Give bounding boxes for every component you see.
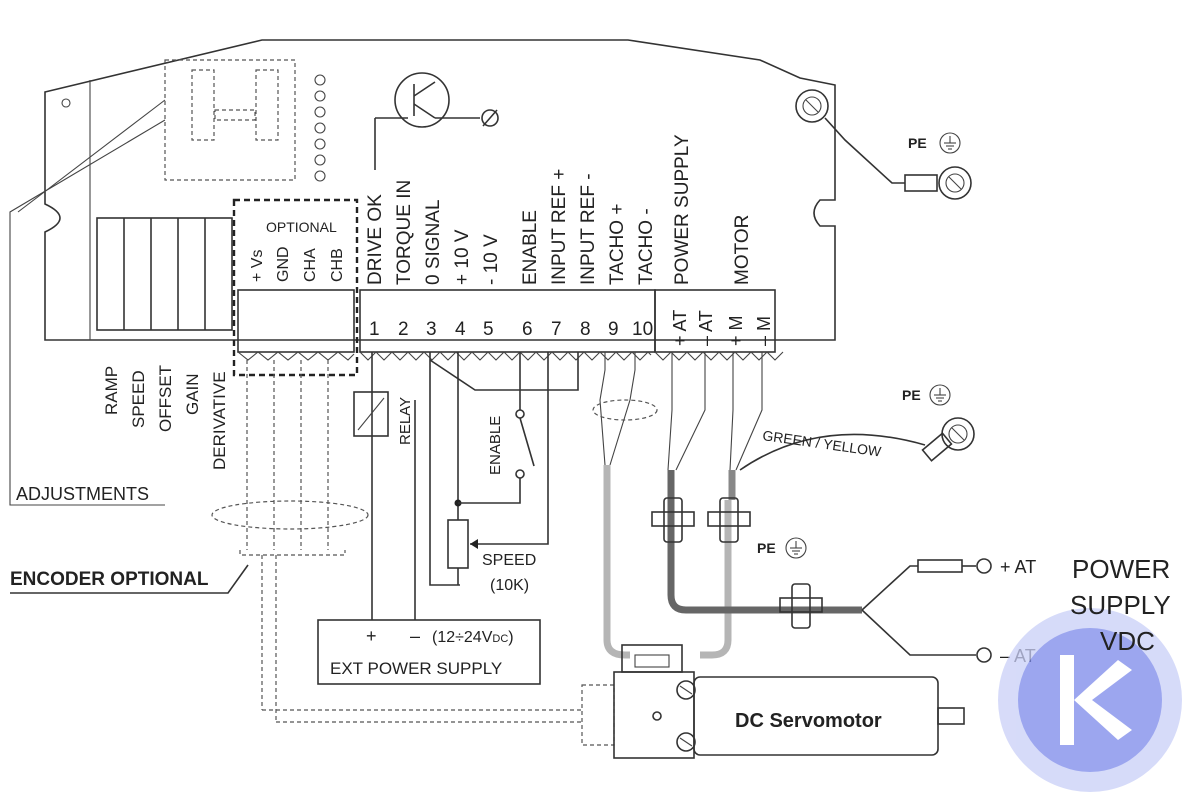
power-pin-minus-at: – AT <box>696 310 716 346</box>
pcb-component-b <box>255 69 279 141</box>
terminal-label-9: TACHO + <box>607 204 628 285</box>
encoder-pin-vs: + Vs <box>249 250 266 282</box>
terminal-label-1: DRIVE OK <box>365 194 386 285</box>
speed-pot-value: (10K) <box>490 577 529 594</box>
dc-supply-plus: + AT <box>1000 557 1036 577</box>
motor-pin-plus-m: + M <box>726 315 746 346</box>
mount-hole-left <box>61 98 71 108</box>
pcb-component-a <box>191 69 215 141</box>
dc-supply-title-1: POWER <box>1072 554 1170 584</box>
terminal-num-5: 5 <box>483 319 494 340</box>
terminal-label-5: - 10 V <box>481 234 502 285</box>
enable-switch-label: ENABLE <box>487 416 504 475</box>
pe-label-top: PE <box>908 135 927 151</box>
motor-power-cable <box>651 352 862 614</box>
encoder-optional-header: OPTIONAL <box>266 219 337 235</box>
power-pin-plus-at: + AT <box>670 310 690 346</box>
trimmer-block <box>96 217 233 331</box>
encoder-optional-label: ENCODER OPTIONAL <box>10 569 209 590</box>
fuse-symbol <box>917 559 963 573</box>
terminal-label-7: INPUT REF + <box>549 169 570 285</box>
terminal-num-3: 3 <box>426 319 437 340</box>
terminal-num-1: 1 <box>369 319 380 340</box>
trimmer-label-derivative: DERIVATIVE <box>210 371 229 470</box>
motor-label: DC Servomotor <box>735 710 882 732</box>
pcb-area <box>164 59 296 181</box>
cable-clamp <box>779 583 823 629</box>
dc-supply-wiring <box>861 558 992 663</box>
power-supply-group-label: POWER SUPPLY <box>672 134 693 285</box>
speed-pot-label: SPEED <box>482 552 536 569</box>
trimmer-label-offset: OFFSET <box>156 365 175 432</box>
terminal-label-8: INPUT REF - <box>578 173 599 285</box>
dc-servomotor <box>581 644 965 759</box>
relay-label: RELAY <box>397 397 414 445</box>
speed-potentiometer <box>447 519 469 569</box>
terminal-num-4: 4 <box>455 319 466 340</box>
earth-icon-bottom <box>785 537 807 559</box>
trimmer-label-ramp: RAMP <box>102 366 121 415</box>
terminal-label-4: + 10 V <box>452 229 473 285</box>
encoder-cable <box>211 360 582 723</box>
wire-enable-low <box>458 478 521 504</box>
ext-supply-label: EXT POWER SUPPLY <box>330 659 502 678</box>
encoder-terminal-block <box>237 289 355 361</box>
adjustments-leader-2 <box>17 99 166 213</box>
pe-label-middle: PE <box>902 387 921 403</box>
tacho-cable <box>592 352 732 659</box>
terminal-label-2: TORQUE IN <box>394 180 415 285</box>
motor-group-label: MOTOR <box>732 215 753 285</box>
terminal-label-10: TACHO - <box>636 208 657 285</box>
terminal-label-6: ENABLE <box>520 210 541 285</box>
wire-ref-minus <box>429 352 579 391</box>
terminal-num-10: 10 <box>632 319 653 340</box>
terminal-label-3: 0 SIGNAL <box>423 199 444 285</box>
encoder-leader <box>10 564 249 594</box>
ext-supply-minus: – <box>410 626 420 646</box>
terminal-num-9: 9 <box>608 319 619 340</box>
drive-housing <box>44 39 836 341</box>
ext-supply-range: (12÷24VDC) <box>432 629 514 646</box>
terminal-num-7: 7 <box>551 319 562 340</box>
earth-icon <box>939 132 961 154</box>
green-yellow-wire <box>739 433 926 471</box>
ext-supply-plus: + <box>366 626 377 646</box>
ext-power-supply-box <box>317 619 541 685</box>
terminal-num-2: 2 <box>398 319 409 340</box>
pcb-component-c <box>214 109 256 121</box>
earth-icon-middle <box>929 384 951 406</box>
adjustments-leader <box>9 119 166 506</box>
enable-switch <box>519 417 535 467</box>
green-yellow-label: GREEN / YELLOW <box>762 427 883 460</box>
adjustments-label: ADJUSTMENTS <box>16 484 149 504</box>
pe-label-bottom: PE <box>757 540 776 556</box>
transistor-symbol <box>374 72 499 170</box>
pe-screw-housing <box>795 89 972 200</box>
dc-supply-title-2: SUPPLY <box>1070 590 1171 620</box>
encoder-pin-cha: CHA <box>302 248 319 282</box>
trimmer-label-gain: GAIN <box>183 373 202 415</box>
terminal-num-6: 6 <box>522 319 533 340</box>
terminal-num-8: 8 <box>580 319 591 340</box>
dc-supply-title-3: VDC <box>1100 626 1155 656</box>
encoder-pin-chb: CHB <box>329 248 346 282</box>
relay-coil <box>353 391 389 437</box>
motor-pin-minus-m: – M <box>754 316 774 346</box>
trimmer-label-speed: SPEED <box>129 370 148 428</box>
pe-lug-motor <box>921 417 975 462</box>
wire-0-signal <box>429 352 460 586</box>
encoder-pin-gnd: GND <box>275 246 292 282</box>
encoder-connector-frame <box>232 198 359 377</box>
wire-pot-wiper <box>470 352 549 545</box>
gear-k-logo-icon <box>998 608 1182 792</box>
led-column <box>314 74 326 182</box>
